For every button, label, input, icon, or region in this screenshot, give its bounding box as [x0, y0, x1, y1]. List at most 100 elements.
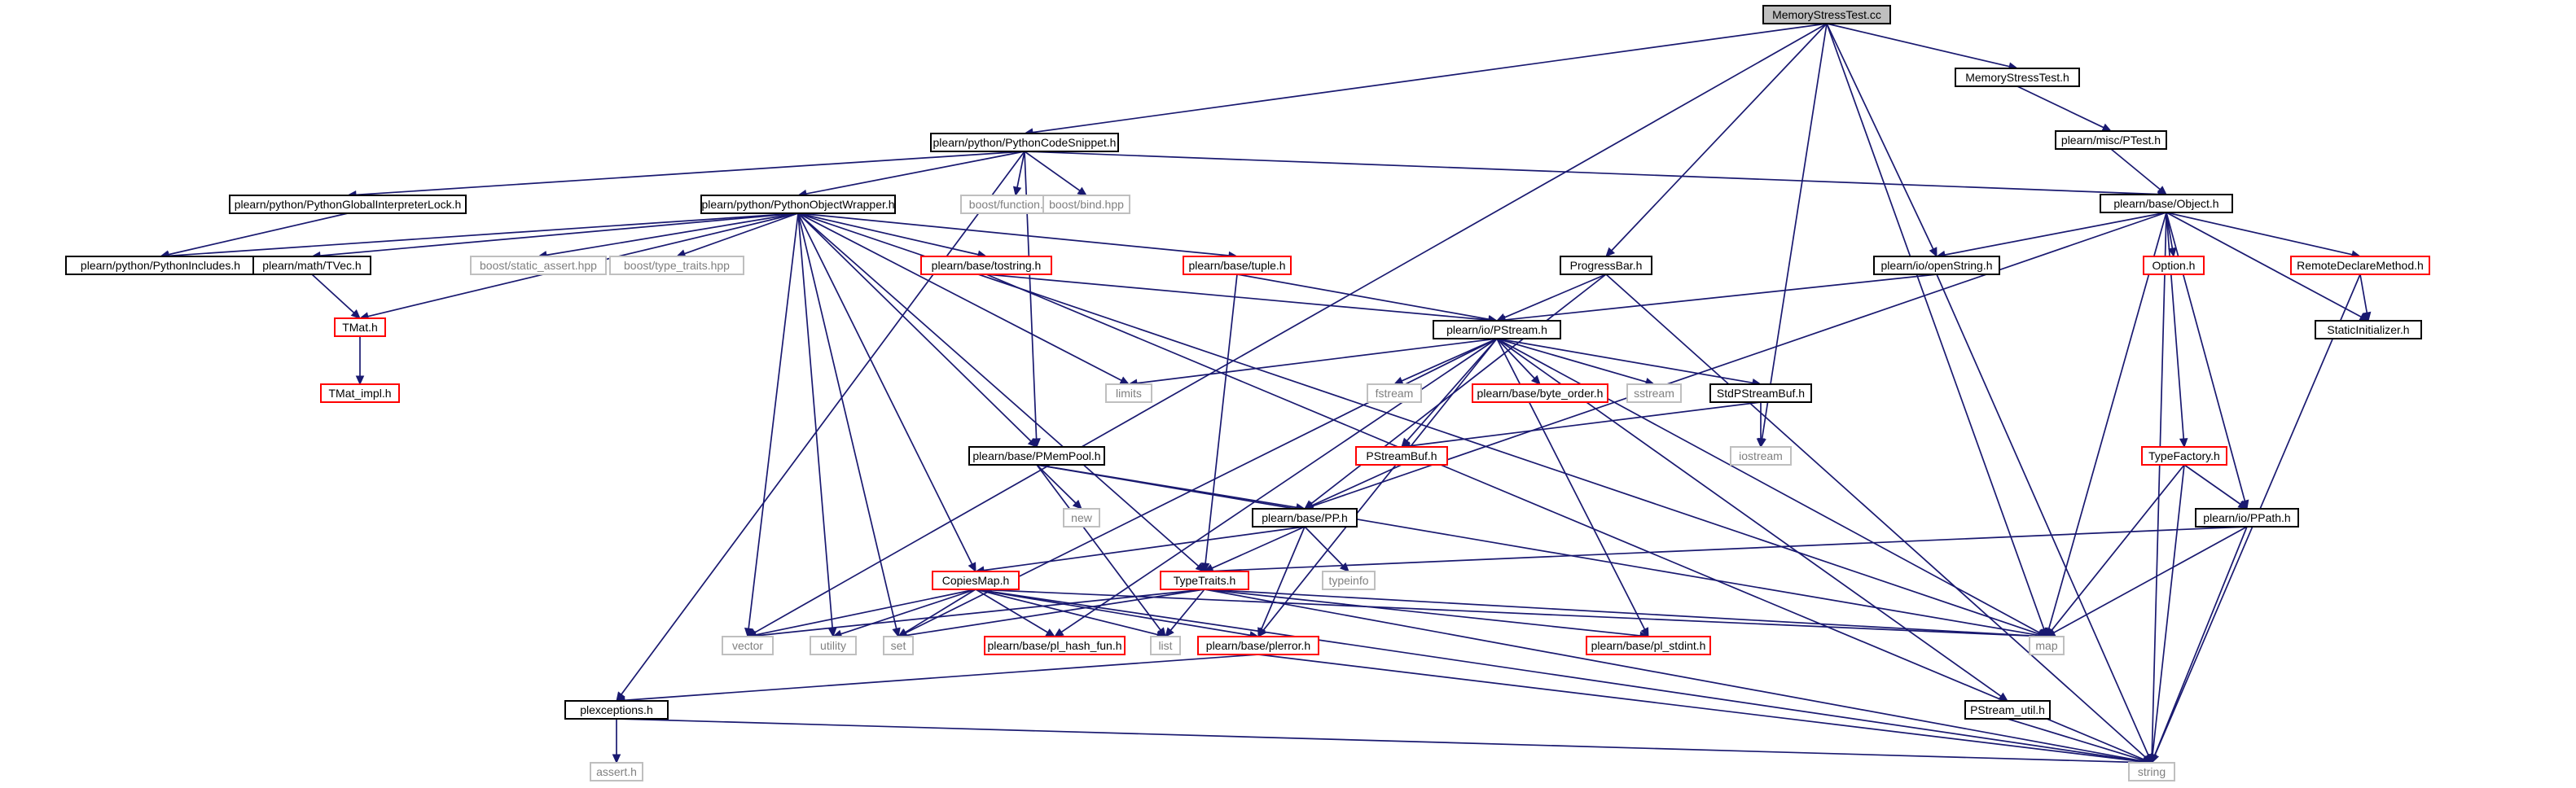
node-bbind[interactable]: boost/bind.hpp	[1042, 195, 1130, 214]
edge-tmat-to-tmati	[355, 336, 365, 386]
node-box	[1105, 383, 1152, 403]
node-tuple[interactable]: plearn/base/tuple.h	[1183, 256, 1292, 275]
node-limits[interactable]: limits	[1105, 383, 1152, 403]
node-label: ProgressBar.h	[1570, 259, 1643, 272]
node-mst_h[interactable]: MemoryStressTest.h	[1955, 68, 2080, 87]
node-label: Option.h	[2153, 259, 2196, 272]
edge-pow-to-tostring	[797, 212, 988, 259]
node-box	[229, 195, 467, 214]
node-typefactory[interactable]: TypeFactory.h	[2141, 446, 2227, 466]
node-typeinfo[interactable]: typeinfo	[1322, 571, 1376, 590]
node-pmempool[interactable]: plearn/base/PMemPool.h	[968, 446, 1105, 466]
node-box	[883, 636, 914, 655]
node-tmat[interactable]: TMat.h	[334, 317, 386, 337]
node-box	[2029, 636, 2065, 655]
node-box	[1160, 571, 1249, 590]
node-fstream[interactable]: fstream	[1367, 383, 1422, 403]
node-byteord[interactable]: plearn/base/byte_order.h	[1472, 383, 1608, 403]
edge-root-to-openstr	[1826, 23, 1937, 258]
node-box	[1150, 636, 1181, 655]
node-label: plearn/base/pl_stdint.h	[1591, 639, 1706, 652]
node-plerror[interactable]: plearn/base/plerror.h	[1197, 636, 1319, 655]
node-label: PStreamBuf.h	[1366, 449, 1437, 462]
node-pcs[interactable]: plearn/python/PythonCodeSnippet.h	[930, 133, 1119, 152]
node-label: MemoryStressTest.cc	[1772, 8, 1881, 21]
node-pstream[interactable]: plearn/io/PStream.h	[1433, 320, 1561, 339]
edge-pcs-to-pgil	[346, 151, 1025, 199]
node-label: string	[2138, 765, 2166, 778]
node-ptest[interactable]: plearn/misc/PTest.h	[2055, 130, 2167, 150]
edge-tuple-to-typetraits	[1200, 274, 1238, 573]
node-utility[interactable]: utility	[810, 636, 857, 655]
node-box	[1964, 700, 2051, 720]
node-box	[1762, 5, 1891, 24]
node-tostring[interactable]: plearn/base/tostring.h	[920, 256, 1052, 275]
node-string[interactable]: string	[2128, 762, 2175, 781]
edge-object-to-string	[2148, 212, 2167, 764]
node-stdint[interactable]: plearn/base/pl_stdint.h	[1586, 636, 1711, 655]
edge-pow-to-copiesmap	[797, 212, 976, 573]
node-new[interactable]: new	[1063, 508, 1100, 528]
node-box	[984, 636, 1126, 655]
node-label: plearn/base/PMemPool.h	[972, 449, 1100, 462]
node-progress[interactable]: ProgressBar.h	[1560, 256, 1652, 275]
edge-pow-to-typetraits	[797, 212, 1205, 572]
node-label: plearn/base/Object.h	[2113, 197, 2218, 210]
node-ppath[interactable]: plearn/io/PPath.h	[2195, 508, 2299, 528]
node-box	[252, 256, 371, 275]
edge-tostring-to-pstream	[985, 274, 1499, 325]
node-box	[932, 571, 1020, 590]
node-box	[564, 700, 669, 720]
node-label: TMat_impl.h	[328, 387, 391, 400]
node-pow[interactable]: plearn/python/PythonObjectWrapper.h	[700, 195, 896, 214]
node-box	[930, 133, 1119, 152]
edge-openstr-to-string	[1936, 274, 2153, 764]
edge-pgil-to-pyinc	[159, 212, 349, 259]
node-label: StdPStreamBuf.h	[1717, 387, 1805, 400]
node-label: plearn/math/TVec.h	[262, 259, 361, 272]
node-list[interactable]: list	[1150, 636, 1181, 655]
edge-root-to-pcs	[1023, 23, 1828, 137]
node-pgil[interactable]: plearn/python/PythonGlobalInterpreterLoc…	[229, 195, 467, 214]
edge-stdpsb-to-iostream	[1756, 402, 1766, 449]
edge-typefactory-to-ppath	[2183, 464, 2248, 510]
node-vector[interactable]: vector	[722, 636, 774, 655]
node-label: boost/type_traits.hpp	[624, 259, 730, 272]
edge-pp-to-copiesmap	[974, 526, 1306, 575]
node-label: typeinfo	[1328, 574, 1368, 587]
node-pexc[interactable]: plexceptions.h	[564, 700, 669, 720]
node-rdm[interactable]: RemoteDeclareMethod.h	[2290, 256, 2430, 275]
node-pstreamutil[interactable]: PStream_util.h	[1964, 700, 2051, 720]
edge-pmempool-to-new	[1036, 464, 1082, 510]
node-openstr[interactable]: plearn/io/openString.h	[1873, 256, 2000, 275]
node-label: StaticInitializer.h	[2327, 323, 2409, 336]
node-root[interactable]: MemoryStressTest.cc	[1762, 5, 1891, 24]
node-set[interactable]: set	[883, 636, 914, 655]
node-box	[1472, 383, 1608, 403]
node-option[interactable]: Option.h	[2143, 256, 2205, 275]
node-label: plearn/base/PP.h	[1262, 511, 1348, 524]
node-typetraits[interactable]: TypeTraits.h	[1160, 571, 1249, 590]
node-staticinit[interactable]: StaticInitializer.h	[2315, 320, 2422, 339]
node-label: TMat.h	[342, 321, 378, 334]
node-map[interactable]: map	[2029, 636, 2065, 655]
node-stdpsb[interactable]: StdPStreamBuf.h	[1709, 383, 1812, 403]
node-bsa[interactable]: boost/static_assert.hpp	[470, 256, 607, 275]
node-tmati[interactable]: TMat_impl.h	[320, 383, 400, 403]
node-copiesmap[interactable]: CopiesMap.h	[932, 571, 1020, 590]
edge-pcs-to-object	[1024, 151, 2168, 199]
node-iostream[interactable]: iostream	[1730, 446, 1792, 466]
node-object[interactable]: plearn/base/Object.h	[2100, 194, 2233, 213]
node-btt[interactable]: boost/type_traits.hpp	[609, 256, 744, 275]
node-asserth[interactable]: assert.h	[590, 762, 643, 781]
node-sstream[interactable]: sstream	[1626, 383, 1682, 403]
node-hashfun[interactable]: plearn/base/pl_hash_fun.h	[984, 636, 1126, 655]
node-psb[interactable]: PStreamBuf.h	[1355, 446, 1448, 466]
node-tvec[interactable]: plearn/math/TVec.h	[252, 256, 371, 275]
node-box	[334, 317, 386, 337]
node-box	[2055, 130, 2167, 150]
node-pyinc[interactable]: plearn/python/PythonIncludes.h	[65, 256, 256, 275]
node-label: vector	[732, 639, 763, 652]
node-pp[interactable]: plearn/base/PP.h	[1252, 508, 1358, 528]
